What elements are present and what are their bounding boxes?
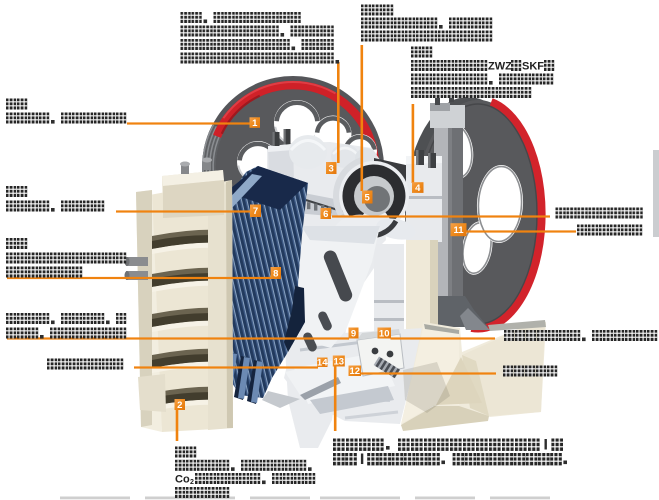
svg-text:SKF: SKF bbox=[522, 61, 544, 73]
svg-text:ZWZ: ZWZ bbox=[488, 61, 512, 73]
svg-text:14: 14 bbox=[317, 358, 328, 369]
svg-text:4: 4 bbox=[415, 183, 421, 194]
svg-text:8: 8 bbox=[273, 268, 278, 279]
svg-text:13: 13 bbox=[334, 356, 345, 367]
svg-text:2: 2 bbox=[190, 479, 194, 486]
svg-text:2: 2 bbox=[177, 400, 182, 411]
svg-text:1: 1 bbox=[252, 118, 258, 129]
svg-text:12: 12 bbox=[350, 366, 361, 377]
svg-text:5: 5 bbox=[365, 192, 371, 203]
svg-text:9: 9 bbox=[351, 328, 356, 339]
svg-text:3: 3 bbox=[329, 163, 334, 174]
svg-text:Co: Co bbox=[175, 474, 190, 486]
svg-text:11: 11 bbox=[453, 225, 464, 236]
svg-text:6: 6 bbox=[323, 209, 328, 220]
svg-text:10: 10 bbox=[379, 328, 390, 339]
svg-text:7: 7 bbox=[253, 206, 258, 217]
